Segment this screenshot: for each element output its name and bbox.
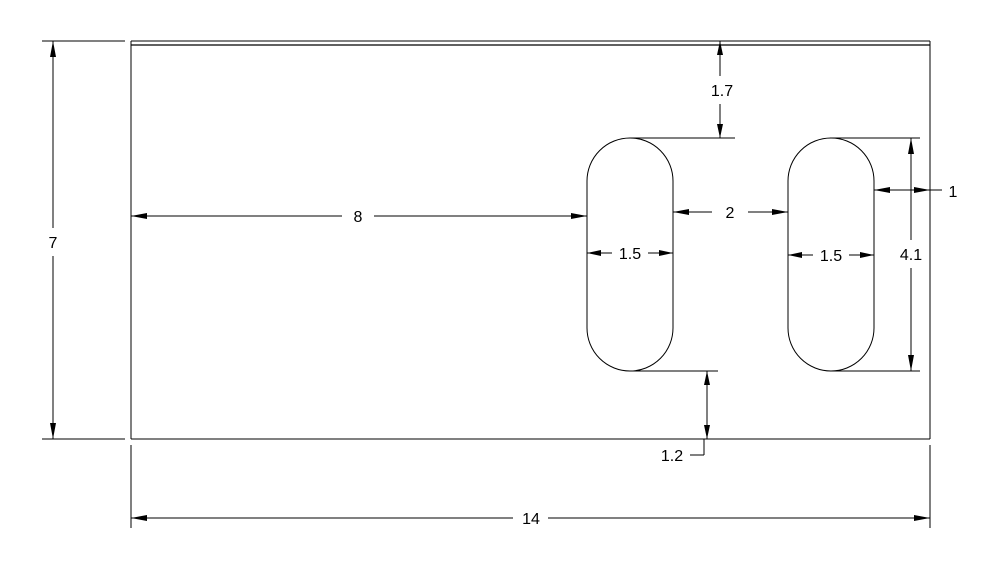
dim-label-overall-height: 7 — [49, 235, 58, 252]
dim-label-slot-height: 4.1 — [900, 247, 922, 264]
extension-lines — [42, 40, 931, 528]
dim-label-slot-gap: 2 — [726, 205, 735, 222]
dim-label-bottom-clearance: 1.2 — [661, 448, 683, 465]
dimension-top-clearance: 1.7 — [711, 41, 733, 138]
dimension-slot1-width: 1.5 — [587, 246, 673, 263]
dimension-right-margin: 1 — [874, 184, 958, 201]
dim-label-top-clearance: 1.7 — [711, 83, 733, 100]
dim-label-right-margin: 1 — [949, 184, 958, 201]
dim-label-slot1-width: 1.5 — [619, 246, 641, 263]
dim-label-slot2-width: 1.5 — [820, 248, 842, 265]
dimension-slot-height: 4.1 — [896, 138, 926, 371]
dim-label-slot-offset: 8 — [354, 209, 363, 226]
dim-label-overall-width: 14 — [522, 511, 540, 528]
dimension-overall-height: 7 — [49, 41, 58, 439]
dimension-bottom-clearance: 1.2 — [661, 371, 710, 465]
dimension-overall-width: 14 — [131, 511, 930, 528]
dimension-slot-offset: 8 — [131, 209, 587, 226]
dimension-slot-gap: 2 — [673, 205, 788, 222]
plate-outline — [130, 40, 931, 440]
dimension-slot2-width: 1.5 — [788, 248, 874, 265]
